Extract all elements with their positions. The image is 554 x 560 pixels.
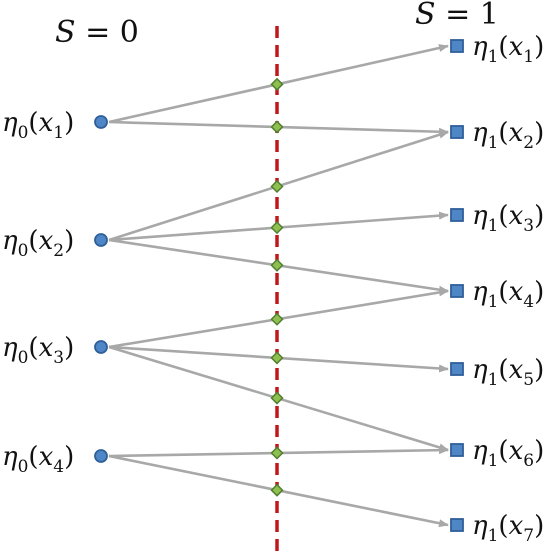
left-node-label: η0(x4) [2, 442, 74, 477]
right-node-x3: η1(x3) [450, 201, 544, 236]
right-node-label: η1(x2) [472, 118, 544, 153]
right-node-x5: η1(x5) [450, 355, 544, 390]
crossings-layer [270, 77, 284, 497]
right-node-square [450, 125, 464, 139]
left-node-x4: η0(x4) [2, 442, 108, 477]
crossing-marker [270, 77, 284, 91]
left-node-label: η0(x1) [2, 108, 74, 143]
header-s1: S = 1 [415, 0, 499, 32]
left-node-x2: η0(x2) [2, 226, 108, 261]
crossing-marker [270, 391, 284, 405]
header-s0-rest: = 0 [76, 15, 139, 50]
left-node-dot [94, 449, 108, 463]
crossing-marker [270, 120, 284, 134]
right-node-square [450, 443, 464, 457]
right-node-x2: η1(x2) [450, 118, 544, 153]
right-node-square [450, 284, 464, 298]
right-node-square [450, 39, 464, 53]
header-s1-symbol: S [415, 0, 436, 32]
right-node-square [450, 208, 464, 222]
right-node-label: η1(x1) [472, 32, 544, 67]
left-nodes: η0(x1) η0(x2) η0(x3) η0(x4) [2, 108, 108, 477]
header-s0-symbol: S [55, 15, 76, 50]
right-node-x4: η1(x4) [450, 277, 544, 312]
right-node-label: η1(x4) [472, 277, 544, 312]
crossing-marker [270, 351, 284, 365]
left-node-label: η0(x2) [2, 226, 74, 261]
crossing-marker [270, 483, 284, 497]
right-node-square [450, 362, 464, 376]
left-node-x3: η0(x3) [2, 333, 108, 368]
right-node-x1: η1(x1) [450, 32, 544, 67]
right-node-square [450, 518, 464, 532]
right-node-x7: η1(x7) [450, 511, 544, 546]
left-node-label: η0(x3) [2, 333, 74, 368]
crossing-marker [270, 221, 284, 235]
crossing-marker [270, 179, 284, 194]
left-node-x1: η0(x1) [2, 108, 108, 143]
crossing-marker [270, 258, 284, 272]
right-node-label: η1(x5) [472, 355, 544, 390]
right-nodes: η1(x1) η1(x2) η1(x3) η1(x4) η1(x5) η1(x6) η1(x… [450, 32, 544, 546]
header-s1-rest: = 1 [436, 0, 499, 32]
left-node-dot [94, 233, 108, 247]
right-node-label: η1(x3) [472, 201, 544, 236]
right-node-label: η1(x6) [472, 436, 544, 471]
left-node-dot [94, 115, 108, 129]
header-s0: S = 0 [55, 15, 139, 50]
crossing-marker [270, 312, 284, 326]
right-node-x6: η1(x6) [450, 436, 544, 471]
crossing-marker [270, 446, 284, 460]
left-node-dot [94, 340, 108, 354]
right-node-label: η1(x7) [472, 511, 544, 546]
